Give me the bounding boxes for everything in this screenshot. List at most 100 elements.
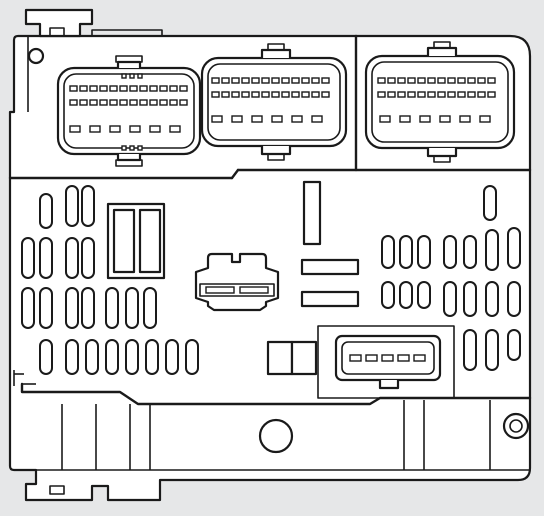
connector-a-bottom-latch xyxy=(116,154,142,162)
blade-fuses xyxy=(21,185,521,375)
connector-a-bottom-key xyxy=(115,159,143,167)
connector-c-pin xyxy=(417,91,426,98)
blade-fuse xyxy=(165,339,179,375)
blade-fuse xyxy=(39,237,53,279)
connector-b-pin xyxy=(231,91,240,98)
diagnostic-connector-body xyxy=(194,252,280,312)
connector-b-pin xyxy=(261,91,270,98)
connector-c-pin xyxy=(477,77,486,84)
mounting-hole-bottom-right-inner xyxy=(509,419,523,433)
connector-b-pin xyxy=(221,77,230,84)
connector-a-pin xyxy=(169,125,181,133)
connector-c-pin xyxy=(427,91,436,98)
blade-fuse xyxy=(485,329,499,371)
bottom-section-top-edge xyxy=(20,382,532,406)
connector-b-pin xyxy=(311,115,323,123)
connector-c-top-latch xyxy=(426,46,458,56)
blade-fuse xyxy=(417,281,431,309)
fuse-zone xyxy=(13,180,521,399)
connector-c-pin xyxy=(447,77,456,84)
connector-b-pin xyxy=(231,115,243,123)
connector-d-inner xyxy=(341,341,435,375)
connector-b-pins xyxy=(211,77,330,123)
connector-a-key-pin xyxy=(129,73,135,79)
blade-fuse xyxy=(483,185,497,221)
connector-b-pin xyxy=(281,77,290,84)
blade-fuse xyxy=(21,287,35,329)
connector-a-pin xyxy=(159,99,168,106)
blade-fuse xyxy=(39,339,53,375)
connector-a-top-key xyxy=(115,55,143,63)
connector-a-pin xyxy=(149,99,158,106)
connector-b xyxy=(200,43,348,161)
connector-d-pins xyxy=(349,354,426,362)
connector-b-top-key xyxy=(267,43,285,51)
connector-a-pin xyxy=(159,85,168,92)
connector-b-pin xyxy=(211,91,220,98)
connector-b-pin xyxy=(261,77,270,84)
connector-b-pin xyxy=(311,91,320,98)
connector-a-key-pin xyxy=(137,145,143,151)
connector-a-pin xyxy=(119,85,128,92)
connector-c-pin xyxy=(437,77,446,84)
connector-d-pin xyxy=(365,354,378,362)
connector-c-pin xyxy=(399,115,411,123)
blade-fuse xyxy=(85,339,99,375)
connector-b-pin xyxy=(321,91,330,98)
blade-fuse xyxy=(463,235,477,269)
connector-c-pin xyxy=(419,115,431,123)
connector-a-pin xyxy=(79,99,88,106)
blade-fuse xyxy=(185,339,199,375)
connector-a-pin xyxy=(79,85,88,92)
connector-d-pin xyxy=(349,354,362,362)
connector-c-bottom-latch xyxy=(426,148,458,158)
blade-fuse xyxy=(65,287,79,329)
diagnostic-connector xyxy=(194,252,280,312)
blade-fuse xyxy=(145,339,159,375)
connector-c-pin xyxy=(377,91,386,98)
blade-fuse xyxy=(81,287,95,329)
connector-b-pin xyxy=(211,77,220,84)
connector-c-pins xyxy=(377,77,496,123)
blade-fuse xyxy=(443,281,457,317)
connector-c-pin xyxy=(467,91,476,98)
bottom-tab-notch xyxy=(49,485,65,495)
connector-a-pin xyxy=(109,99,118,106)
blade-fuse xyxy=(399,281,413,309)
connector-b-pin xyxy=(221,91,230,98)
connector-d-pin xyxy=(397,354,410,362)
connector-b-pin xyxy=(291,77,300,84)
blade-fuse xyxy=(39,287,53,329)
connector-a-key-pin xyxy=(129,145,135,151)
top-tab-notch xyxy=(49,27,65,37)
bottom-section xyxy=(20,382,532,495)
blade-fuse xyxy=(417,235,431,269)
blade-fuse xyxy=(485,281,499,317)
connector-a-pin xyxy=(179,85,188,92)
connector-b-pin xyxy=(271,77,280,84)
connector-b-pin xyxy=(271,115,283,123)
mounting-hole-bottom-center-icon xyxy=(258,418,294,454)
relay-twin xyxy=(106,202,166,280)
connector-d-pin xyxy=(381,354,394,362)
blade-fuse xyxy=(507,281,521,317)
connector-c-pin xyxy=(387,77,396,84)
connector-c-pin xyxy=(457,77,466,84)
connector-a-pin xyxy=(169,85,178,92)
blade-fuse xyxy=(81,185,95,227)
diagnostic-pin-right xyxy=(239,286,269,294)
connector-b-pin xyxy=(311,77,320,84)
blade-fuse xyxy=(507,329,521,361)
relay-small-right xyxy=(290,340,318,376)
connector-a-pin xyxy=(89,125,101,133)
connector-c xyxy=(364,41,516,163)
mounting-hole-top-left-icon xyxy=(27,47,45,65)
connector-a-pin xyxy=(89,85,98,92)
connector-c-pin xyxy=(397,77,406,84)
connector-a-pin xyxy=(99,99,108,106)
connector-c-pin xyxy=(447,91,456,98)
connector-b-pin xyxy=(291,91,300,98)
connector-a xyxy=(56,55,202,167)
diagnostic-connector-band xyxy=(199,283,275,297)
connector-a-pin xyxy=(69,99,78,106)
